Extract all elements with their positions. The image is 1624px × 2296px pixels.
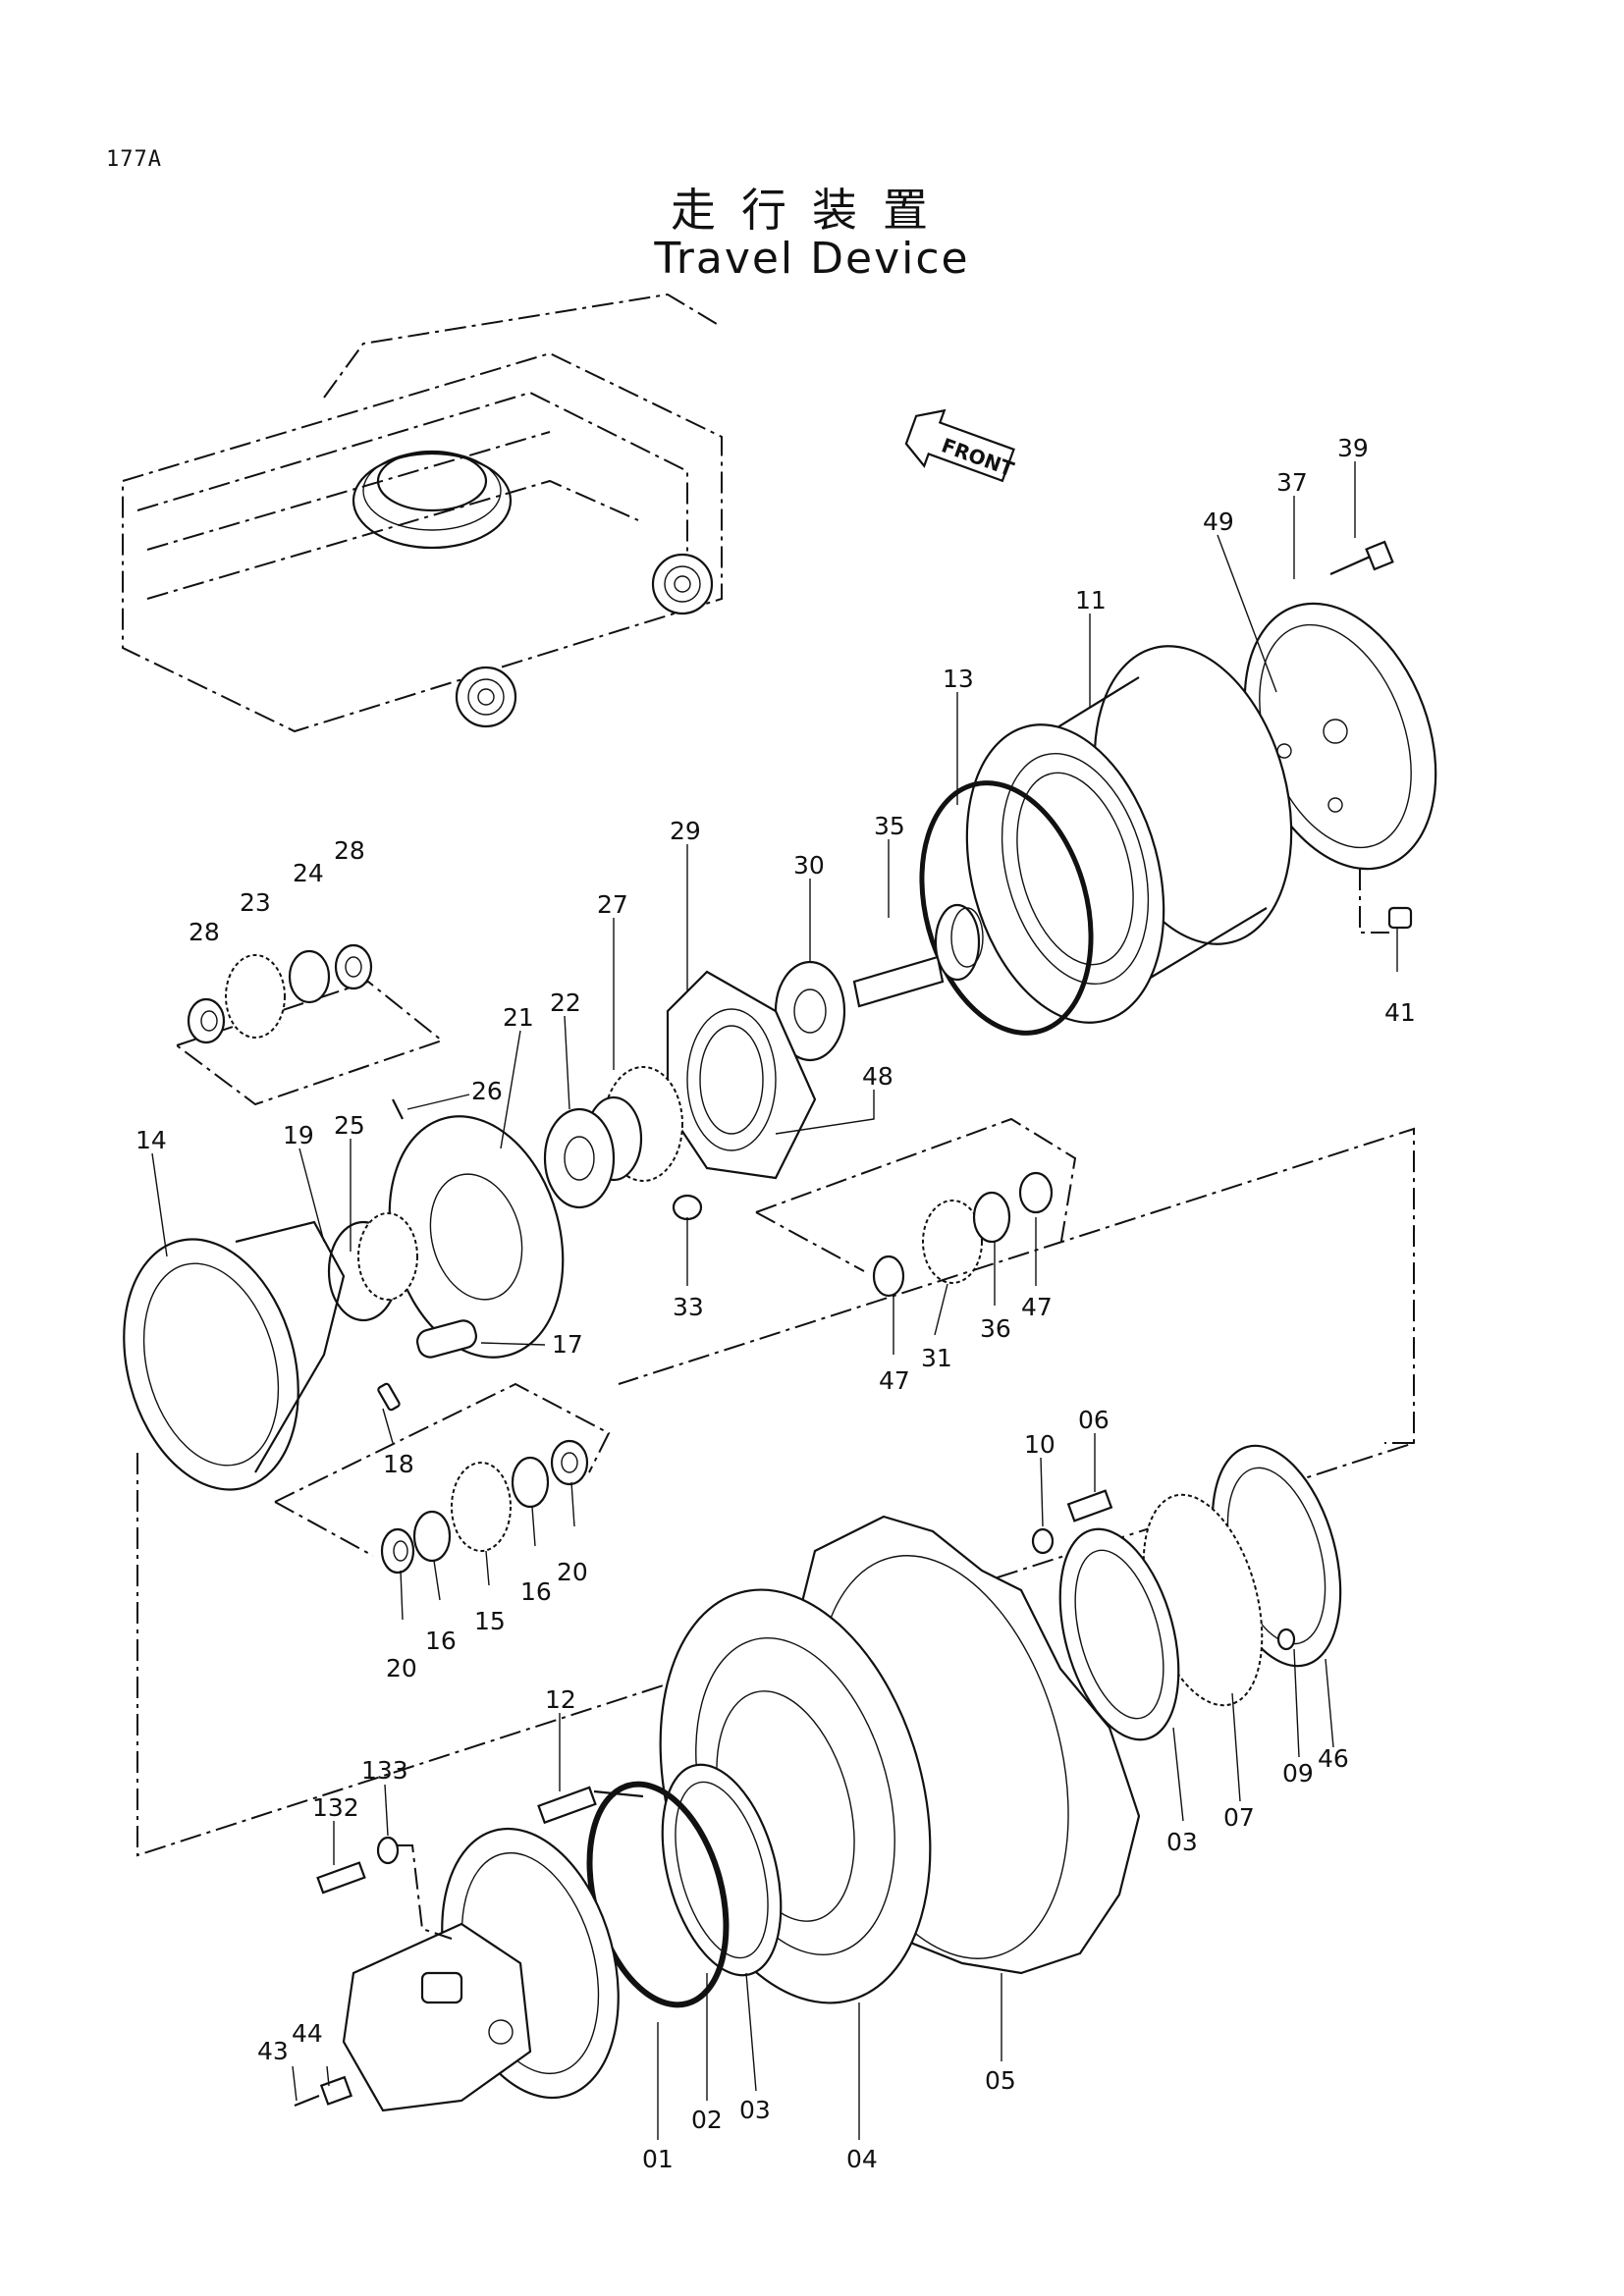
label-39: 39 [1337, 434, 1369, 462]
title-english: Travel Device [654, 234, 970, 284]
front-arrow: FRONT [904, 408, 1017, 483]
label-44: 44 [292, 2019, 323, 2048]
label-24: 24 [293, 859, 324, 887]
washer-part-22 [543, 1107, 616, 1209]
label-01: 01 [642, 2145, 674, 2173]
label-36: 36 [980, 1314, 1011, 1343]
label-33: 33 [673, 1293, 704, 1321]
label-17: 17 [552, 1330, 583, 1359]
label-12: 12 [545, 1685, 576, 1714]
label-05: 05 [985, 2066, 1016, 2095]
label-28-right: 28 [334, 836, 365, 865]
group-bracket-upper [174, 980, 445, 1106]
label-22: 22 [550, 988, 581, 1017]
label-132: 132 [312, 1793, 359, 1822]
label-06: 06 [1078, 1406, 1110, 1434]
sprocket-left [455, 666, 517, 728]
plug-part-41 [1387, 906, 1413, 930]
label-21: 21 [503, 1003, 534, 1032]
bolt-part-132 [316, 1861, 366, 1895]
label-18: 18 [383, 1450, 414, 1478]
washer-part-20-left [380, 1527, 415, 1575]
label-14: 14 [135, 1126, 167, 1154]
bearing-part-16-left [412, 1510, 452, 1563]
label-16-left: 16 [425, 1627, 457, 1655]
group-bracket-lower [274, 1382, 611, 1503]
o-ring-part-13 [919, 780, 1094, 1036]
label-37: 37 [1276, 468, 1308, 497]
label-30: 30 [793, 851, 825, 880]
label-26: 26 [471, 1077, 503, 1105]
bolt-part-39 [1329, 540, 1394, 576]
label-15: 15 [474, 1607, 506, 1635]
pin-part-33 [672, 1194, 703, 1221]
drum-part-11 [965, 645, 1293, 1024]
label-11: 11 [1075, 586, 1107, 614]
gear-part-15 [451, 1462, 512, 1552]
pin-part-09 [1276, 1628, 1296, 1651]
washer-part-47-left [872, 1255, 905, 1298]
label-03-left: 03 [739, 2096, 771, 2124]
gear-part-23 [225, 954, 286, 1039]
plate-part-44 [319, 2075, 353, 2106]
label-31: 31 [921, 1344, 952, 1372]
gear-part-31 [922, 1200, 983, 1284]
label-10: 10 [1024, 1430, 1056, 1459]
label-20-left: 20 [386, 1654, 417, 1682]
bearing-part-36 [972, 1191, 1011, 1244]
washer-part-133 [376, 1836, 400, 1865]
sprocket-right [651, 553, 714, 615]
title-japanese: 走行装置 [671, 184, 953, 237]
label-19: 19 [283, 1121, 314, 1149]
label-49: 49 [1203, 507, 1234, 536]
label-02: 02 [691, 2106, 723, 2134]
carrier-part-29 [666, 970, 817, 1180]
bolt-part-06 [1066, 1489, 1113, 1522]
label-20-right: 20 [557, 1558, 588, 1586]
part-labels: 39 37 49 11 13 35 30 29 27 22 21 26 48 4… [135, 434, 1416, 2173]
ring-gear-part-14 [123, 1220, 346, 1491]
label-09: 09 [1282, 1759, 1314, 1788]
page-number: 177A [106, 147, 162, 172]
label-25: 25 [334, 1111, 365, 1140]
label-04: 04 [846, 2145, 878, 2173]
shaft-part-35 [852, 903, 984, 1008]
bolt-part-12 [537, 1786, 597, 1825]
undercarriage-illustration [122, 293, 723, 733]
label-16-right: 16 [520, 1577, 552, 1606]
bearing-part-16-right [511, 1456, 550, 1509]
pin-part-26 [392, 1098, 404, 1120]
label-41: 41 [1384, 998, 1416, 1027]
seal-part-03-right [1058, 1527, 1180, 1741]
label-47-left: 47 [879, 1366, 910, 1395]
bearing-part-24 [288, 949, 331, 1004]
label-13: 13 [943, 665, 974, 693]
pin-part-17 [415, 1319, 478, 1359]
label-35: 35 [874, 812, 905, 840]
label-29: 29 [670, 817, 701, 845]
label-48: 48 [862, 1062, 893, 1091]
label-03-right: 03 [1166, 1828, 1198, 1856]
label-27: 27 [597, 890, 628, 919]
washer-part-20-right [550, 1439, 589, 1486]
washer-part-47-right [1018, 1171, 1054, 1214]
bolt-part-43 [294, 2094, 320, 2108]
gear-part-19 [327, 1212, 418, 1322]
label-47-right: 47 [1021, 1293, 1053, 1321]
label-43: 43 [257, 2037, 289, 2065]
washer-part-28-left [187, 997, 226, 1044]
washer-part-10 [1031, 1527, 1055, 1555]
label-07: 07 [1223, 1803, 1255, 1832]
label-23: 23 [240, 888, 271, 917]
label-133: 133 [361, 1756, 408, 1785]
label-28-left: 28 [189, 918, 220, 946]
washer-part-28-right [334, 943, 373, 990]
label-46: 46 [1318, 1744, 1349, 1773]
travel-motor-part-01 [342, 1827, 620, 2112]
pin-part-18 [377, 1382, 401, 1412]
group-bracket-right [755, 1117, 1077, 1248]
leader-lines [151, 461, 1398, 2140]
